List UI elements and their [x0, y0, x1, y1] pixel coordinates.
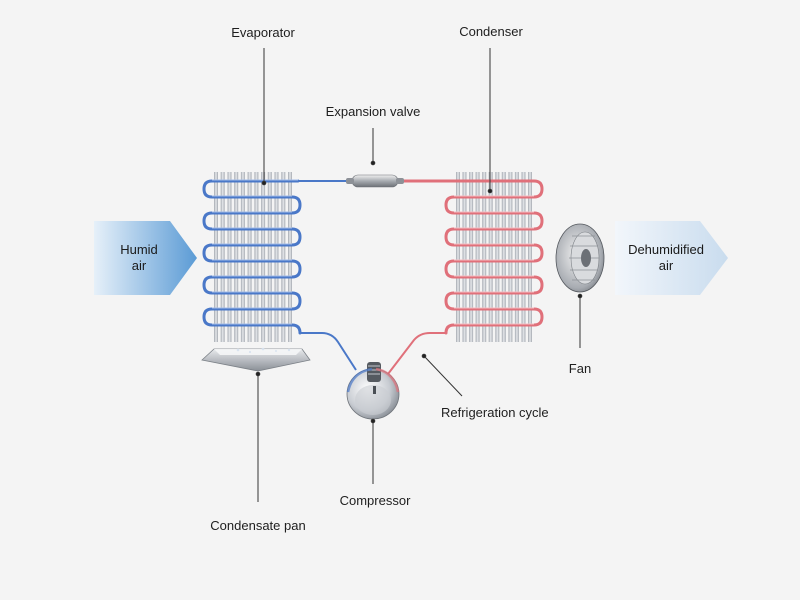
- fin: [488, 172, 493, 342]
- fan: [555, 223, 605, 293]
- fin: [288, 172, 292, 342]
- fin: [220, 172, 225, 342]
- fin: [469, 172, 474, 342]
- suction-line: [300, 332, 357, 371]
- fin: [495, 172, 500, 342]
- fin: [247, 172, 252, 342]
- fan-label: Fan: [568, 361, 592, 376]
- expansion-valve: [298, 174, 456, 188]
- condenser-fins: [456, 172, 532, 342]
- fin: [267, 172, 272, 342]
- fin: [456, 172, 460, 342]
- fin: [234, 172, 239, 342]
- evaporator-coil: [202, 172, 302, 342]
- compressor-label: Compressor: [339, 493, 411, 508]
- evaporator-tube: [202, 179, 302, 335]
- humid-air-label: Humid air: [120, 242, 158, 273]
- fin: [501, 172, 506, 342]
- evaporator-label: Evaporator: [231, 25, 295, 40]
- fin: [254, 172, 259, 342]
- refrigeration-cycle-label: Refrigeration cycle: [441, 405, 549, 420]
- fin: [261, 172, 266, 342]
- fin: [227, 172, 232, 342]
- condenser-tube: [398, 179, 544, 335]
- evaporator-fins: [214, 172, 292, 342]
- fin: [482, 172, 487, 342]
- fin: [274, 172, 279, 342]
- fin: [214, 172, 218, 342]
- fin: [462, 172, 467, 342]
- condensate-pan: [201, 347, 311, 372]
- discharge-line: [387, 332, 446, 375]
- compressor: [346, 362, 400, 420]
- condensate-pan-label: Condensate pan: [210, 518, 306, 533]
- condenser-coil: [398, 172, 544, 342]
- dehumidified-air-arrow: [615, 221, 728, 295]
- evaporator-tube-highlight: [212, 179, 298, 325]
- fin: [508, 172, 513, 342]
- condenser-label: Condenser: [459, 24, 523, 39]
- fin: [514, 172, 519, 342]
- fin: [240, 172, 245, 342]
- humid-air-arrow: [94, 221, 197, 295]
- fin: [521, 172, 526, 342]
- fin: [281, 172, 286, 342]
- refrigeration-cycle-leader: [423, 355, 463, 397]
- leader-lines: [255, 48, 583, 502]
- expansion-valve-label: Expansion valve: [325, 104, 421, 119]
- dehumidified-air-label: Dehumidified air: [628, 242, 704, 273]
- condenser-tube-highlight: [454, 195, 534, 325]
- fin: [475, 172, 480, 342]
- fin: [528, 172, 532, 342]
